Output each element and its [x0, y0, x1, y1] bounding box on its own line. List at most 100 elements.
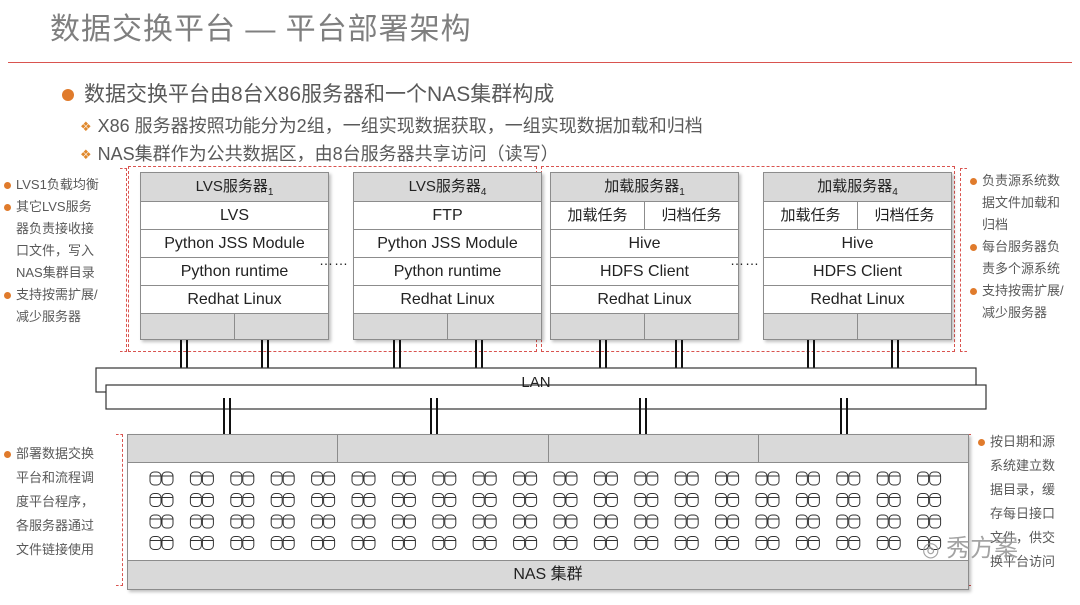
server-layer: Redhat Linux — [354, 286, 541, 314]
disk-icon — [795, 514, 820, 529]
disk-icon — [755, 471, 780, 486]
disk-icon — [432, 493, 457, 507]
disk-icon — [593, 536, 618, 550]
disk-icon — [593, 493, 618, 507]
left-top-bracket — [120, 168, 127, 352]
disk-icon — [674, 471, 699, 486]
server-task-row: 加载任务 归档任务 — [551, 202, 738, 230]
disk-icon — [311, 493, 336, 507]
note-line: 文件链接使用 — [16, 542, 95, 557]
note-line: 减少服务器 — [982, 305, 1048, 320]
disk-icon — [917, 493, 942, 507]
note-line: 文件，供交 — [990, 530, 1056, 545]
disk-icon — [189, 493, 214, 507]
disk-icon — [755, 514, 780, 529]
note-line: 减少服务器 — [16, 309, 82, 324]
disk-icon — [230, 536, 255, 550]
disk-icon — [836, 471, 861, 486]
nas-cluster: NAS 集群 — [127, 434, 969, 590]
note-line: 各服务器通过 — [16, 518, 95, 533]
note-line: 每台服务器负 — [970, 236, 1078, 258]
left-notes-top: LVS1负载均衡 其它LVS服务 器负责接收接 口文件，写入 NAS集群目录 支… — [4, 174, 116, 328]
wechat-icon: ◎ — [922, 539, 940, 561]
disk-icon — [836, 536, 861, 550]
disk-icon — [513, 536, 538, 550]
server-layer: Hive — [764, 230, 951, 258]
disk-icon — [715, 514, 740, 529]
server-layer: Python runtime — [354, 258, 541, 286]
disk-icon — [311, 536, 336, 550]
nas-label: NAS 集群 — [128, 560, 968, 589]
right-top-bracket — [960, 168, 967, 352]
nas-header — [128, 435, 968, 463]
server-layer: HDFS Client — [764, 258, 951, 286]
server-base — [551, 314, 738, 339]
disk-icon — [472, 536, 497, 550]
server-layer: HDFS Client — [551, 258, 738, 286]
disk-icon — [553, 493, 578, 507]
disk-icon — [472, 471, 497, 486]
server-lvs-4: LVS服务器4 FTP Python JSS Module Python run… — [353, 172, 542, 340]
disk-icon — [432, 536, 457, 550]
server-layer: Redhat Linux — [764, 286, 951, 314]
disk-icon — [149, 493, 174, 507]
note-line: 责多个源系统 — [982, 261, 1061, 276]
disk-icon — [876, 493, 901, 507]
disk-icon — [593, 514, 618, 529]
note-line: 平台和流程调 — [16, 470, 95, 485]
server-lvs-1: LVS服务器1 LVS Python JSS Module Python run… — [140, 172, 329, 340]
sub-bullet-1: ❖X86 服务器按照功能分为2组，一组实现数据获取，一组实现数据加载和归档 — [80, 112, 703, 138]
disk-icon — [634, 471, 659, 486]
disk-icon — [795, 536, 820, 550]
note-line: 换平台访问 — [990, 554, 1056, 569]
left-notes-bottom: 部署数据交换 平台和流程调 度平台程序， 各服务器通过 文件链接使用 — [4, 442, 116, 562]
disk-icon — [513, 493, 538, 507]
note-line: 存每日接口 — [990, 506, 1056, 521]
disk-icon — [351, 471, 376, 486]
load-task-label: 加载任务 — [764, 202, 858, 229]
load-task-label: 加载任务 — [551, 202, 645, 229]
disk-icon — [391, 514, 416, 529]
disk-icon — [230, 493, 255, 507]
disk-icon — [189, 536, 214, 550]
disk-icon — [270, 471, 295, 486]
sub-bullet-1-text: X86 服务器按照功能分为2组，一组实现数据获取，一组实现数据加载和归档 — [97, 116, 703, 136]
left-bottom-bracket — [116, 434, 123, 586]
disk-icon — [149, 514, 174, 529]
note-line: 据目录，缓 — [990, 482, 1056, 497]
disk-icon — [513, 514, 538, 529]
bullet-dot-icon — [4, 182, 11, 190]
disk-icon — [755, 493, 780, 507]
lan-bus-lower — [105, 384, 987, 410]
note-line: 据文件加载和 — [982, 195, 1061, 210]
page-title: 数据交换平台 — 平台部署架构 — [50, 13, 472, 46]
server-task-row: 加载任务 归档任务 — [764, 202, 951, 230]
title-divider — [8, 62, 1072, 63]
disk-icon — [876, 536, 901, 550]
disk-icon — [311, 471, 336, 486]
disk-icon — [189, 514, 214, 529]
server-layer: Python runtime — [141, 258, 328, 286]
disk-icon — [715, 471, 740, 486]
disk-icon — [351, 493, 376, 507]
disk-icon — [674, 536, 699, 550]
server-layer: Python JSS Module — [354, 230, 541, 258]
right-notes-bottom: 按日期和源 系统建立数 据目录，缓 存每日接口 文件，供交 换平台访问 — [978, 430, 1078, 574]
disk-icon — [149, 536, 174, 550]
server-layer: LVS — [141, 202, 328, 230]
bullet-dot-icon — [4, 451, 11, 459]
lan-label: LAN — [521, 374, 551, 391]
note-line: 按日期和源 — [978, 430, 1078, 454]
watermark: ◎ 秀方案 — [922, 528, 1018, 563]
disk-icon — [149, 471, 174, 486]
sub-bullet-2: ❖NAS集群作为公共数据区，由8台服务器共享访问（读写） — [80, 140, 559, 166]
disk-icon — [351, 514, 376, 529]
disk-icon — [553, 471, 578, 486]
server-base — [354, 314, 541, 339]
disk-icon — [715, 536, 740, 550]
archive-task-label: 归档任务 — [661, 207, 722, 224]
disk-icon — [432, 471, 457, 486]
disk-icon — [391, 536, 416, 550]
disk-icon — [270, 536, 295, 550]
disk-icon — [513, 471, 538, 486]
